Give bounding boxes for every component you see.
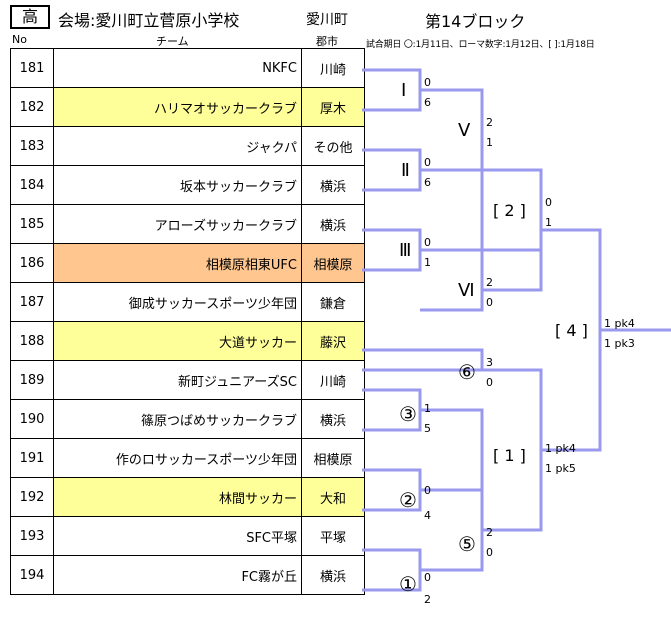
- team-name: 作のロサッカースポーツ少年団: [53, 438, 302, 478]
- match-label: [ 4 ]: [555, 321, 588, 340]
- score-bottom: 6: [424, 96, 431, 109]
- team-city: 横浜: [301, 204, 365, 244]
- team-name: 篠原つばめサッカークラブ: [53, 399, 302, 439]
- score-bottom: 1: [424, 256, 431, 269]
- team-city: 藤沢: [301, 321, 365, 361]
- bracket-line: [420, 488, 484, 572]
- team-city: 厚木: [301, 87, 365, 127]
- team-number: 182: [10, 87, 54, 127]
- team-number: 186: [10, 243, 54, 283]
- column-header-team: チーム: [156, 35, 189, 48]
- bracket-line: [362, 68, 422, 112]
- block-title: 第14ブロック: [425, 12, 526, 31]
- team-name: 御成サッカースポーツ少年団: [53, 282, 302, 322]
- team-name: ハリマオサッカークラブ: [53, 87, 302, 127]
- team-number: 184: [10, 165, 54, 205]
- column-header-city: 郡市: [316, 35, 338, 48]
- score-bottom: 6: [424, 176, 431, 189]
- match-label: Ⅲ: [399, 240, 412, 261]
- score-top: 2: [486, 526, 493, 539]
- venue-town: 愛川町: [306, 12, 348, 28]
- team-city: 横浜: [301, 555, 365, 595]
- score-bottom: 5: [424, 422, 431, 435]
- match-label: Ⅵ: [458, 280, 475, 301]
- column-header-no: No: [12, 33, 27, 46]
- team-number: 183: [10, 126, 54, 166]
- team-number: 194: [10, 555, 54, 595]
- team-name: FC霧が丘: [53, 555, 302, 595]
- score-bottom: 1: [486, 136, 493, 149]
- bracket-line: [362, 148, 422, 192]
- team-name: 林間サッカー: [53, 477, 302, 517]
- score-bottom: 1: [545, 216, 552, 229]
- team-city: 相模原: [301, 243, 365, 283]
- score-top: 3: [486, 356, 493, 369]
- team-city: 川崎: [301, 360, 365, 400]
- match-label: [ 2 ]: [493, 201, 526, 220]
- score-top: 0: [424, 76, 431, 89]
- bracket-line: [541, 228, 602, 452]
- schedule-note: 試合期日 〇:1月11日、ローマ数字:1月12日、[ ]:1月18日: [366, 40, 595, 50]
- score-bottom: 0: [486, 376, 493, 389]
- score-top: 0: [424, 156, 431, 169]
- team-name: 大道サッカー: [53, 321, 302, 361]
- score-top: 1 pk4: [545, 442, 576, 455]
- score-bottom: 4: [424, 509, 431, 522]
- score-bottom: 2: [424, 593, 431, 606]
- team-number: 189: [10, 360, 54, 400]
- score-top: 1 pk4: [604, 317, 635, 330]
- team-number: 192: [10, 477, 54, 517]
- team-city: 横浜: [301, 399, 365, 439]
- team-number: 190: [10, 399, 54, 439]
- team-city: 大和: [301, 477, 365, 517]
- bracket-line: [420, 88, 484, 312]
- match-label: Ⅰ: [401, 80, 407, 101]
- team-number: 191: [10, 438, 54, 478]
- team-name: 坂本サッカークラブ: [53, 165, 302, 205]
- venue-title: 会場:愛川町立菅原小学校: [58, 11, 240, 30]
- match-label: ③: [399, 402, 417, 426]
- score-bottom: 1 pk3: [604, 337, 635, 350]
- score-bottom: 0: [486, 296, 493, 309]
- bracket-line: [482, 168, 543, 292]
- match-label: Ⅴ: [458, 120, 471, 141]
- match-label: ⑤: [458, 532, 476, 556]
- match-label: Ⅱ: [401, 160, 410, 181]
- block-badge: 高: [10, 5, 50, 29]
- team-city: 横浜: [301, 165, 365, 205]
- match-label: [ 1 ]: [493, 446, 526, 465]
- team-city: 相模原: [301, 438, 365, 478]
- team-city: 平塚: [301, 516, 365, 556]
- score-top: 1: [424, 402, 431, 415]
- score-top: 2: [486, 276, 493, 289]
- match-label: ⑥: [458, 360, 476, 384]
- match-label: ①: [399, 572, 417, 596]
- team-name: ジャクパ: [53, 126, 302, 166]
- score-top: 0: [545, 196, 552, 209]
- score-bottom: 1 pk5: [545, 462, 576, 475]
- team-number: 188: [10, 321, 54, 361]
- score-top: 0: [424, 571, 431, 584]
- score-top: 2: [486, 116, 493, 129]
- match-label: ②: [399, 488, 417, 512]
- score-top: 0: [424, 484, 431, 497]
- bracket-line: [362, 348, 484, 372]
- score-bottom: 0: [486, 546, 493, 559]
- score-top: 0: [424, 236, 431, 249]
